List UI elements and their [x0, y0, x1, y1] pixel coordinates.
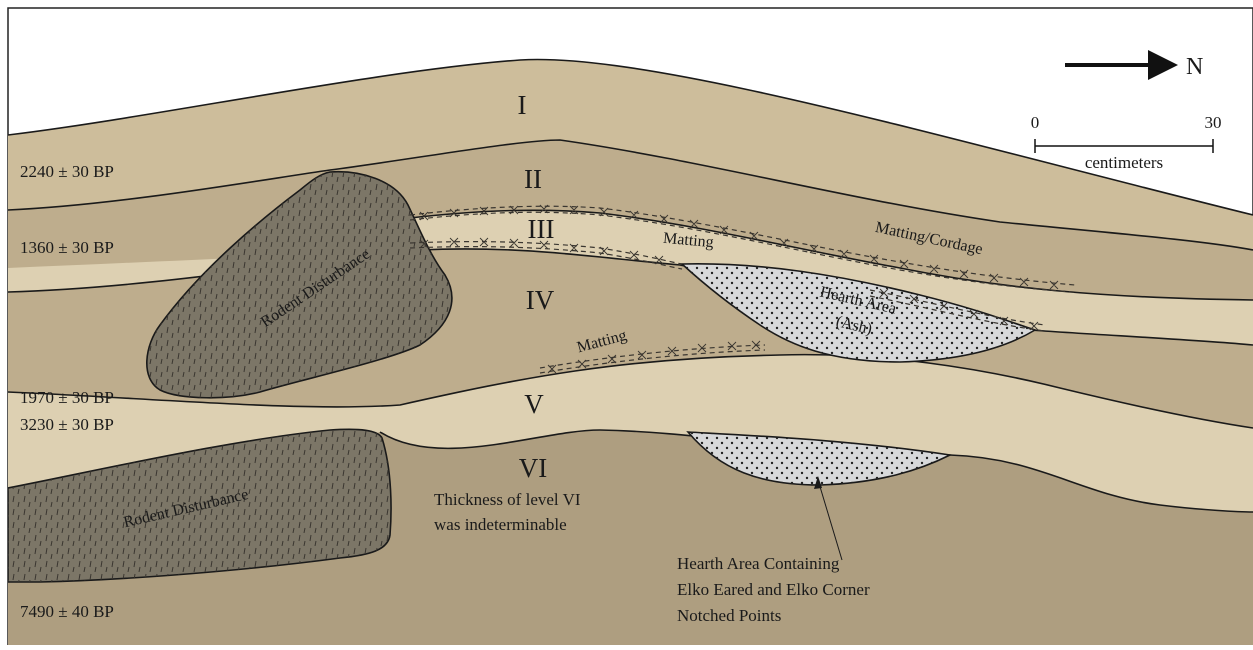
level-iv-label: IV: [526, 285, 555, 315]
date-label-5: 7490 ± 40 BP: [20, 602, 114, 621]
scale-bar-min-label: 0: [1031, 113, 1040, 132]
date-label-3: 1970 ± 30 BP: [20, 388, 114, 407]
date-label-4: 3230 ± 30 BP: [20, 415, 114, 434]
date-label-2: 1360 ± 30 BP: [20, 238, 114, 257]
hearth-lower-caption-line1: Hearth Area Containing: [677, 554, 840, 573]
date-label-1: 2240 ± 30 BP: [20, 162, 114, 181]
north-label: N: [1186, 54, 1203, 80]
hearth-lower-caption-line2: Elko Eared and Elko Corner: [677, 580, 870, 599]
level-v-label: V: [524, 389, 544, 419]
scale-bar-unit-label: centimeters: [1085, 153, 1163, 172]
thickness-note-line1: Thickness of level VI: [434, 490, 581, 509]
scale-bar-max-label: 30: [1205, 113, 1222, 132]
thickness-note-line2: was indeterminable: [434, 515, 567, 534]
level-iii-label: III: [528, 214, 555, 244]
level-i-label: I: [518, 90, 527, 120]
level-ii-label: II: [524, 164, 542, 194]
hearth-lower-caption-line3: Notched Points: [677, 606, 781, 625]
level-vi-label: VI: [519, 453, 548, 483]
